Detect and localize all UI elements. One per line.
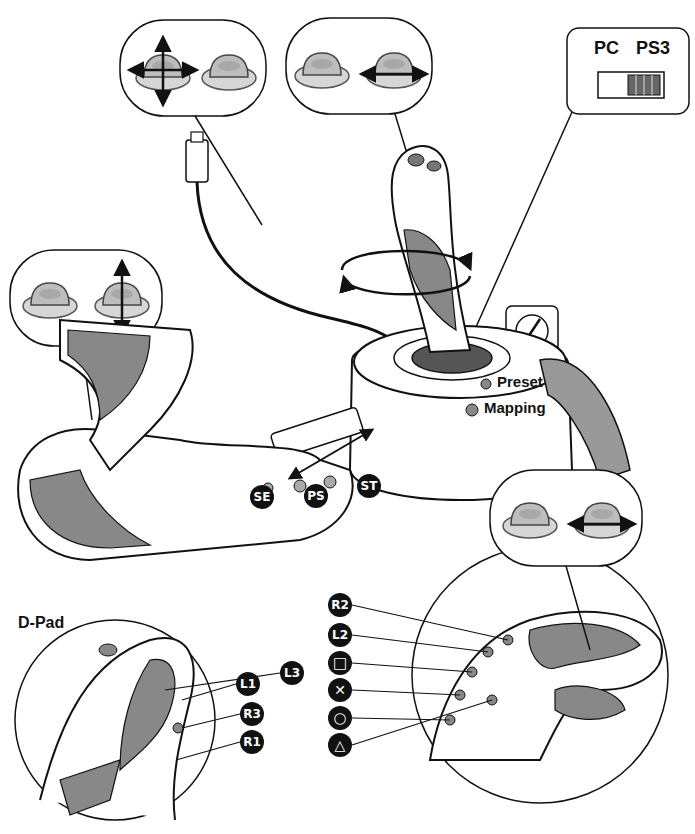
throttle-base [18,429,352,560]
switch-body [598,72,664,98]
leader-line [182,714,240,728]
leader-line [472,112,572,336]
attach-arrow [290,430,372,478]
part-label: PS3 [636,38,670,59]
callout-bubble [567,28,689,114]
callout-badge: L3 [280,661,304,685]
callout-bubble [286,18,432,114]
throttle-lever [60,320,193,470]
thumb-icon [367,53,421,88]
part-label: Mapping [484,399,546,416]
part-label: Preset [497,373,543,390]
joystick-handle [392,146,470,352]
zoom-circle [412,547,668,803]
callout-badge: △ [328,733,352,757]
zoom-circle [15,620,215,820]
direction-arrow [362,73,426,76]
thumb-icon [295,53,349,88]
leader-line [165,673,280,690]
thumb-icon [202,55,256,90]
callout-badge: SE [250,485,274,509]
callout-badge: □ [328,651,352,675]
preset-button [481,379,491,389]
callout-badge: ○ [328,706,352,730]
thumb-icon [23,283,77,318]
callout-badge: R3 [240,702,264,726]
callout-bubble [120,20,266,116]
callout-badge: L2 [328,623,352,647]
switch-slider [628,75,660,95]
usb-cable [197,182,395,342]
part-label: D-Pad [18,614,64,632]
callout-badge: ST [357,474,381,498]
leader-line [352,690,460,695]
thumb-icon [503,503,557,538]
leader-line [352,635,488,652]
hand-rest [540,359,630,480]
callout-badge: ✕ [328,678,352,702]
usb-plug [186,140,208,182]
callout-badge: R1 [240,730,264,754]
leader-line [176,742,240,760]
direction-arrow [121,262,124,334]
leader-line [566,566,590,650]
direction-arrow [130,69,196,72]
callout-bubble [490,470,642,566]
callout-badge: L1 [236,672,260,696]
callout-badge: R2 [328,593,352,617]
rotation-arrow [344,276,470,294]
thumb-icon [575,503,629,538]
leader-line [352,663,472,672]
leader-line [352,605,508,640]
mapping-button [466,404,478,416]
callout-badge: PS [304,484,328,508]
part-label: PC [594,38,619,59]
rotation-arrow [342,251,470,270]
leader-line [352,700,492,745]
direction-arrow [570,523,634,526]
